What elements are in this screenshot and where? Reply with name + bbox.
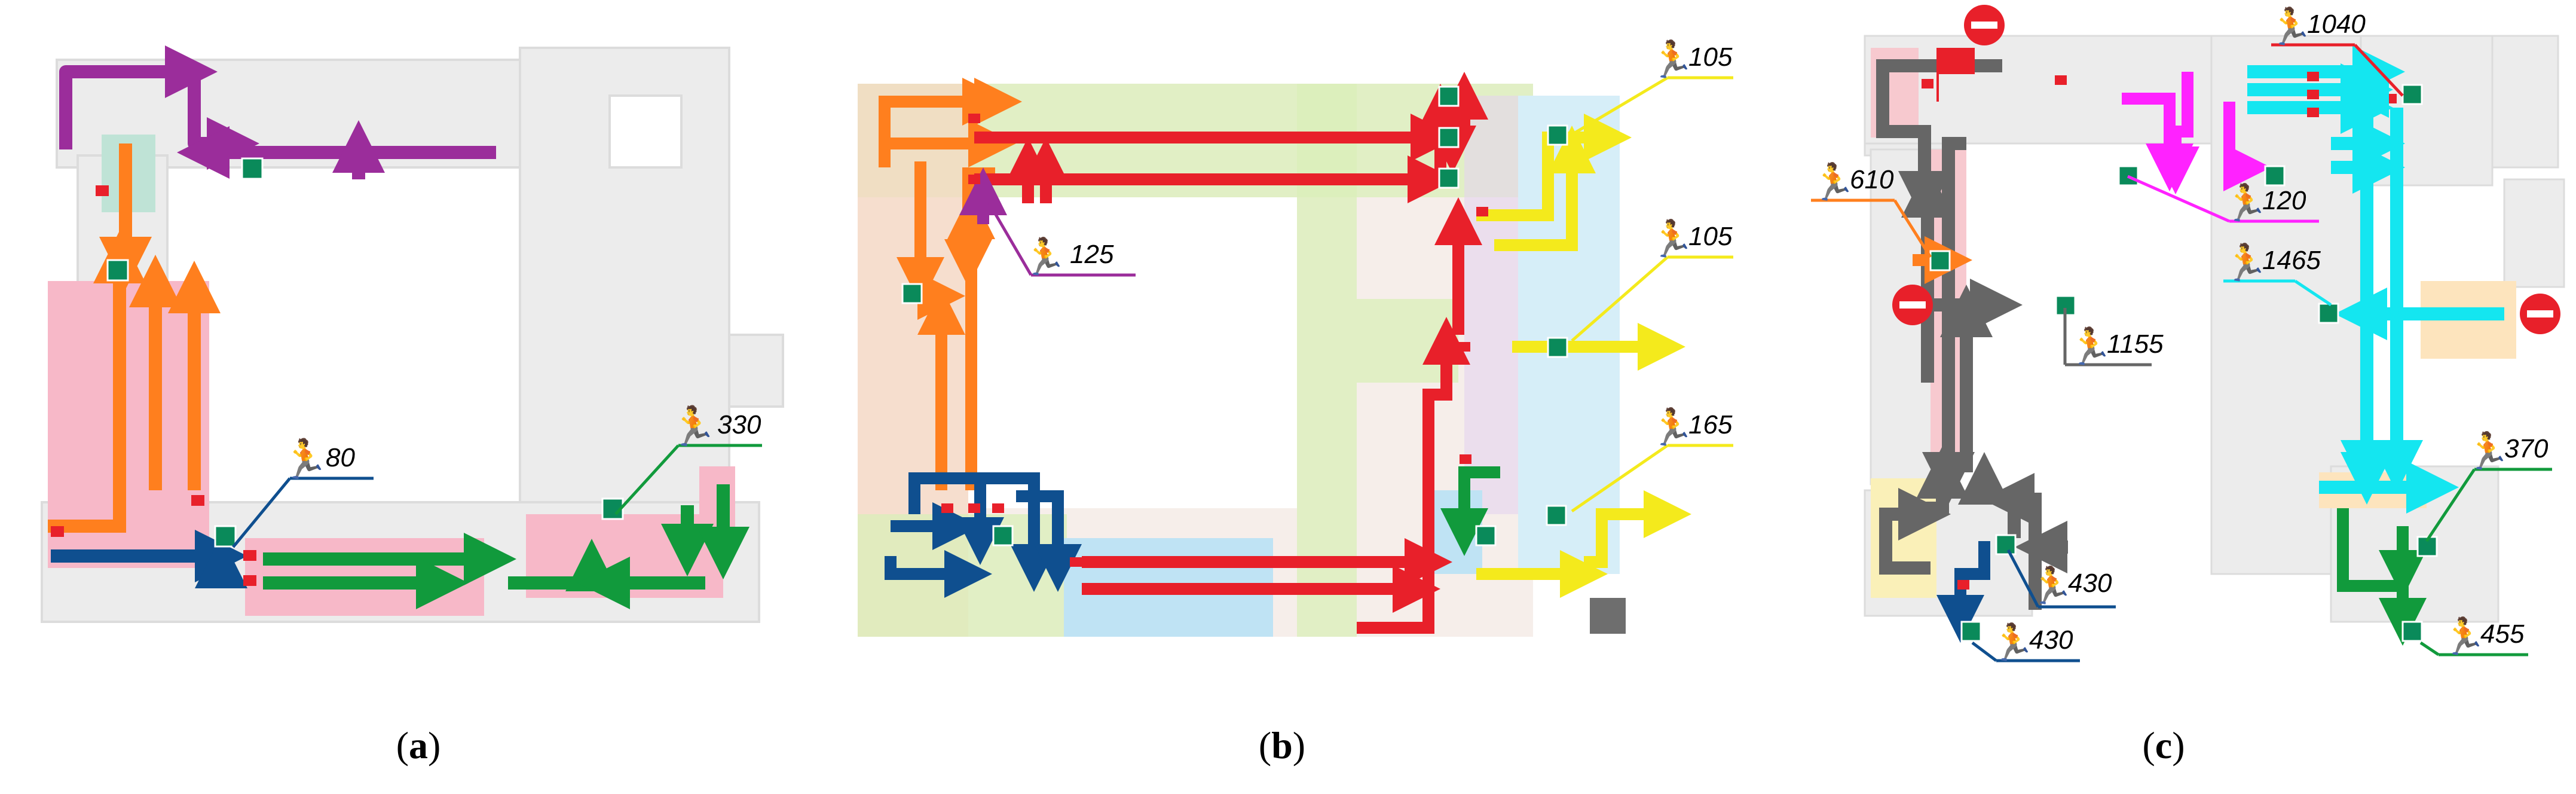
label-105-a: 105 [1688, 42, 1733, 72]
running-person-icon: 🏃 [2029, 565, 2074, 606]
running-person-icon: 🏃 [2442, 616, 2486, 656]
gray-route [1876, 59, 2068, 610]
label-165: 165 [1688, 410, 1733, 439]
running-person-icon: 🏃 [281, 438, 329, 481]
red-flag-icon [1936, 48, 1975, 102]
blue-route [1936, 541, 1990, 643]
callout-80: 🏃 80 [232, 438, 374, 548]
running-person-icon: 🏃 [669, 405, 717, 448]
yellow-route [1476, 114, 1691, 598]
panel-b: 🏃 125 🏃 105 🏃 105 🏃 165 (b) [831, 0, 1733, 794]
callout-1155: 🏃 1155 [2063, 308, 2164, 367]
running-person-icon: 🏃 [1650, 39, 1694, 80]
label-125: 125 [1070, 240, 1114, 269]
orange-route [48, 143, 221, 533]
green-route [263, 484, 749, 609]
running-person-icon: 🏃 [1022, 236, 1067, 277]
running-person-icon: 🏃 [1811, 161, 1856, 202]
label-430-b: 430 [2029, 625, 2073, 655]
panel-c-plan: 🏃 1040 🏃 610 🏃 120 🏃 1465 🏃 1155 🏃 370 🏃… [1811, 5, 2565, 662]
callout-120: 🏃 120 [2127, 175, 2319, 223]
running-person-icon: 🏃 [2465, 430, 2510, 471]
callout-430-right: 🏃 430 [2006, 549, 2116, 609]
callout-455: 🏃 455 [2419, 616, 2528, 656]
purple-route [59, 45, 496, 179]
running-person-icon: 🏃 [2268, 6, 2313, 47]
fire-hose-icon [941, 114, 1488, 567]
running-person-icon: 🏃 [2223, 182, 2268, 223]
magenta-route [2122, 72, 2271, 194]
label-455: 455 [2480, 619, 2525, 649]
label-1040: 1040 [2307, 10, 2366, 39]
blue-route [51, 530, 247, 588]
running-person-icon: 🏃 [2068, 326, 2113, 367]
label-430-a: 430 [2068, 569, 2112, 598]
callout-165: 🏃 165 [1571, 407, 1733, 513]
label-120: 120 [2262, 186, 2306, 215]
caption-a: (a) [396, 724, 441, 766]
running-person-icon: 🏃 [1990, 622, 2035, 662]
panel-c: 🏃 1040 🏃 610 🏃 120 🏃 1465 🏃 1155 🏃 370 🏃… [1733, 0, 2576, 794]
cyan-route [2247, 45, 2504, 514]
exit-sign-icon [901, 85, 1568, 546]
callout-105-mid: 🏃 105 [1571, 218, 1733, 342]
fire-hose-icon [51, 185, 256, 586]
green-route [2337, 508, 2427, 646]
callout-430-bottom: 🏃 430 [1971, 622, 2080, 662]
label-370: 370 [2504, 434, 2549, 463]
callout-125: 🏃 125 [987, 202, 1136, 277]
label-330: 330 [717, 410, 761, 439]
no-entry-icon [1892, 5, 2560, 334]
callout-610: 🏃 610 [1811, 161, 1932, 258]
running-person-icon: 🏃 [1650, 218, 1694, 259]
green-route [1440, 466, 1500, 556]
label-1155: 1155 [2107, 329, 2164, 359]
callout-1465: 🏃 1465 [2223, 242, 2332, 307]
blue-route [885, 472, 1082, 598]
label-105-b: 105 [1688, 222, 1733, 251]
callout-1040: 🏃 1040 [2268, 6, 2404, 97]
label-1465: 1465 [2262, 246, 2321, 275]
panel-a-plan: 🏃 80 🏃 330 [41, 45, 784, 623]
running-person-icon: 🏃 [1650, 407, 1694, 447]
fire-hose-icon [1922, 72, 2319, 590]
running-person-icon: 🏃 [2223, 242, 2268, 283]
label-80: 80 [326, 443, 355, 472]
caption-c: (c) [2142, 724, 2185, 766]
caption-b: (b) [1258, 724, 1306, 766]
panel-a: 🏃 80 🏃 330 (a) [0, 0, 831, 794]
label-610: 610 [1850, 165, 1894, 194]
callout-105-top: 🏃 105 [1571, 39, 1733, 136]
callout-370: 🏃 370 [2425, 430, 2552, 542]
callout-330: 🏃 330 [614, 405, 762, 515]
panel-b-plan: 🏃 125 🏃 105 🏃 105 🏃 165 [858, 39, 1733, 637]
